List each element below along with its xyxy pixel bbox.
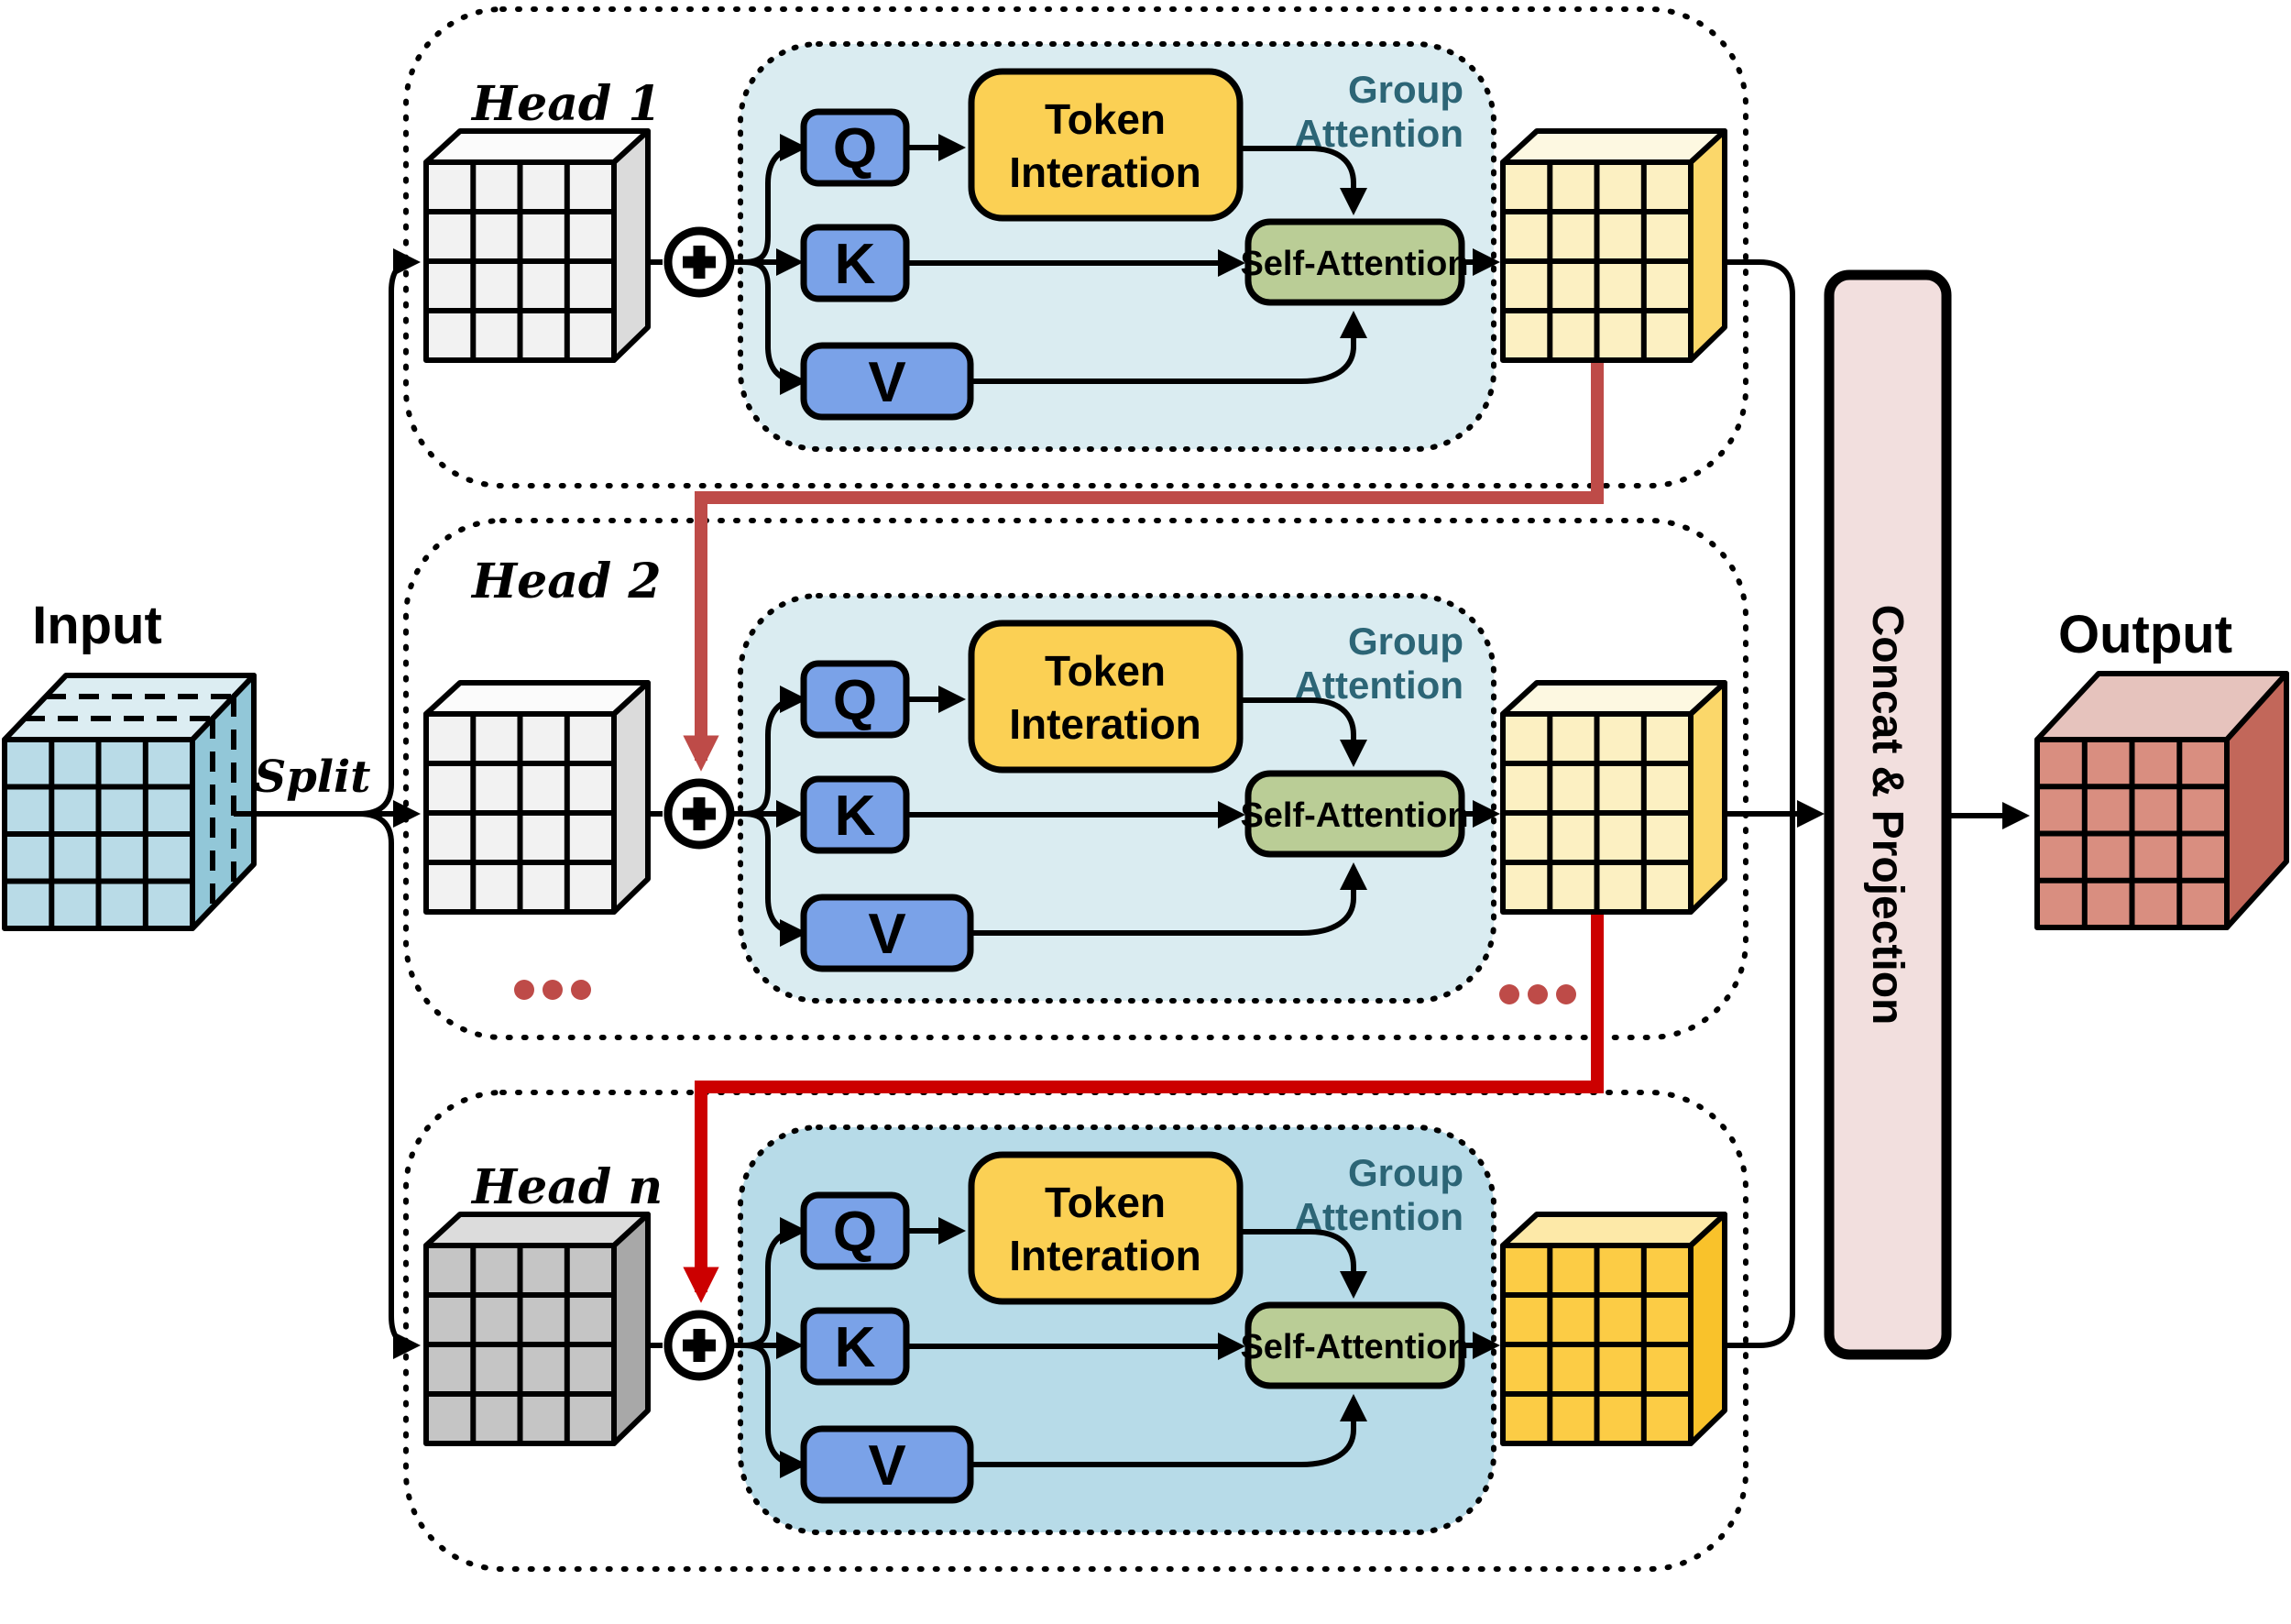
- head3-k-label: K: [835, 1316, 876, 1379]
- head3-token-label-2: Interation: [1009, 1232, 1201, 1279]
- head2-token-label-1: Token: [1045, 647, 1166, 695]
- head1-label: Head 1: [470, 76, 662, 132]
- head2-token-box: [968, 620, 1244, 774]
- head3-token-box: [968, 1151, 1244, 1305]
- head1-input-cube: [423, 128, 651, 363]
- head2-group: Group Attention Q K V Token Interation: [423, 593, 1727, 1004]
- more-heads-ellipsis-left: [514, 980, 591, 1000]
- head3-v-label: V: [868, 1434, 905, 1498]
- head1-group: Group Attention Q K V Token Interation: [423, 41, 1727, 452]
- head1-to-head2-link: [683, 363, 1604, 772]
- head3-group: Group Attention Q K V Token Interation: [423, 1125, 1727, 1535]
- head2-output-cube: [1500, 680, 1727, 915]
- input-label: Input: [32, 596, 162, 655]
- head1-output-cube: [1500, 128, 1727, 363]
- head3-output-cube: [1500, 1212, 1727, 1446]
- head1-self-attention-label: Self-Attention: [1240, 245, 1468, 283]
- head2-label: Head 2: [470, 554, 662, 609]
- head2-outer-box: [403, 518, 1748, 1040]
- head1-q-label: Q: [833, 117, 877, 181]
- head1-outer-box: [403, 6, 1748, 488]
- head2-group-label-1: Group: [1348, 620, 1463, 663]
- split-label: Split: [255, 752, 371, 803]
- input-cube: [2, 673, 257, 931]
- head3-group-label-1: Group: [1348, 1151, 1463, 1194]
- concat-projection-label: Concat & Projection: [1863, 605, 1912, 1026]
- head2-self-attention-label: Self-Attention: [1240, 796, 1468, 835]
- head1-token-label-1: Token: [1045, 95, 1166, 143]
- split-rails: [234, 248, 421, 1359]
- more-heads-ellipsis-right: [1499, 984, 1576, 1004]
- head2-input-cube: [423, 680, 651, 915]
- head1-add-icon: [663, 226, 735, 298]
- output-label: Output: [2058, 605, 2232, 664]
- head1-token-label-2: Interation: [1009, 148, 1201, 196]
- head3-q-label: Q: [833, 1201, 877, 1264]
- head2-q-label: Q: [833, 669, 877, 732]
- head1-token-box: [968, 68, 1244, 222]
- head1-v-label: V: [868, 351, 905, 414]
- merge-rails: [1725, 259, 1825, 1348]
- head2-v-label: V: [868, 903, 905, 966]
- head3-token-label-1: Token: [1045, 1179, 1166, 1226]
- head3-label: Head n: [470, 1159, 663, 1215]
- head3-self-attention-label: Self-Attention: [1240, 1328, 1468, 1366]
- head1-group-label-1: Group: [1348, 68, 1463, 111]
- head3-input-cube: [423, 1212, 651, 1446]
- head2-to-head3-link: [683, 915, 1604, 1303]
- head2-add-icon: [663, 778, 735, 850]
- head2-k-label: K: [835, 785, 876, 848]
- head3-add-icon: [663, 1310, 735, 1381]
- head1-k-label: K: [835, 233, 876, 296]
- head2-token-label-2: Interation: [1009, 700, 1201, 748]
- output-cube: [2034, 671, 2289, 930]
